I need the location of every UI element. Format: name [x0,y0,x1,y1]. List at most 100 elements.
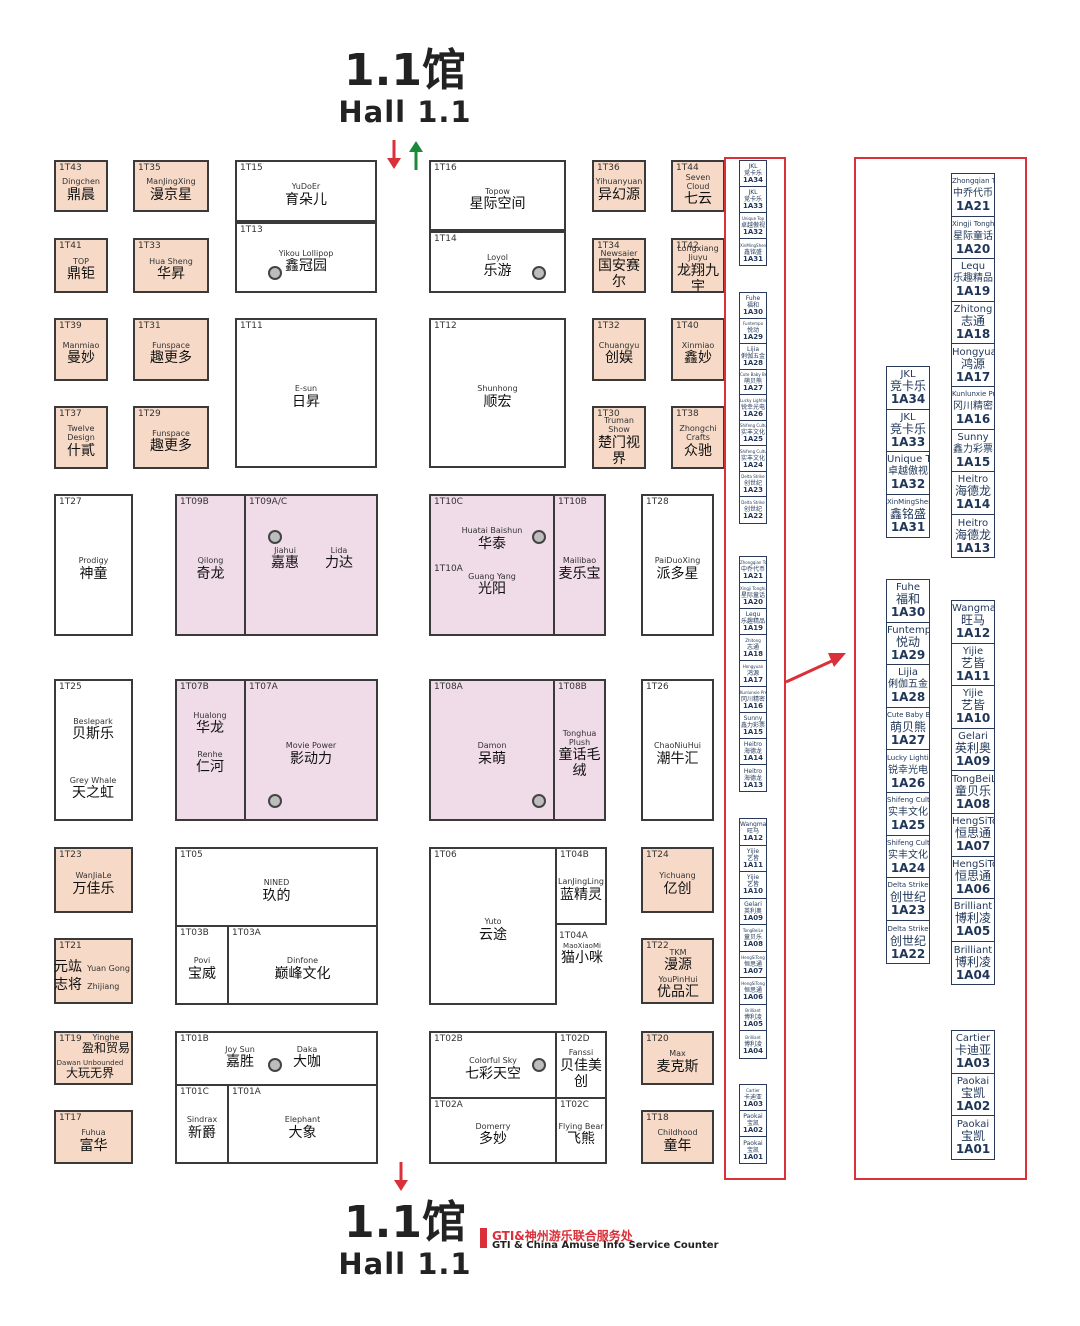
booth-1t21[interactable]: 1T21 [54,938,133,1004]
enlarged-booth-1a16[interactable]: Kunlunxie Precision冈川精密1A16 [952,387,994,430]
enlarged-booth-1a24[interactable]: Shifeng Cultural实丰文化1A24 [887,836,929,879]
strip-booth-1a16[interactable]: Kunlunxie Precision冈川精密1A16 [740,687,766,713]
booth-1t22[interactable]: 1T22 [641,938,714,1004]
strip-booth-1a21[interactable]: Zhongqian Token中乔代币1A21 [740,557,766,583]
enlarged-booth-1a21[interactable]: Zhongqian Token中乔代币1A21 [952,174,994,217]
booth-1t09ac[interactable]: 1T09A/C [244,494,378,636]
booth-1t19[interactable]: 1T19 [54,1031,133,1085]
enlarged-booth-1a25[interactable]: Shifeng Cultural实丰文化1A25 [887,793,929,836]
enlarged-booth-1a20[interactable]: Xingji Tonghua星际童话1A20 [952,217,994,260]
strip-booth-1a20[interactable]: Xingji Tonghua星际童话1A20 [740,583,766,609]
enlarged-booth-1a27[interactable]: Cute Baby Bear萌贝熊1A27 [887,708,929,751]
